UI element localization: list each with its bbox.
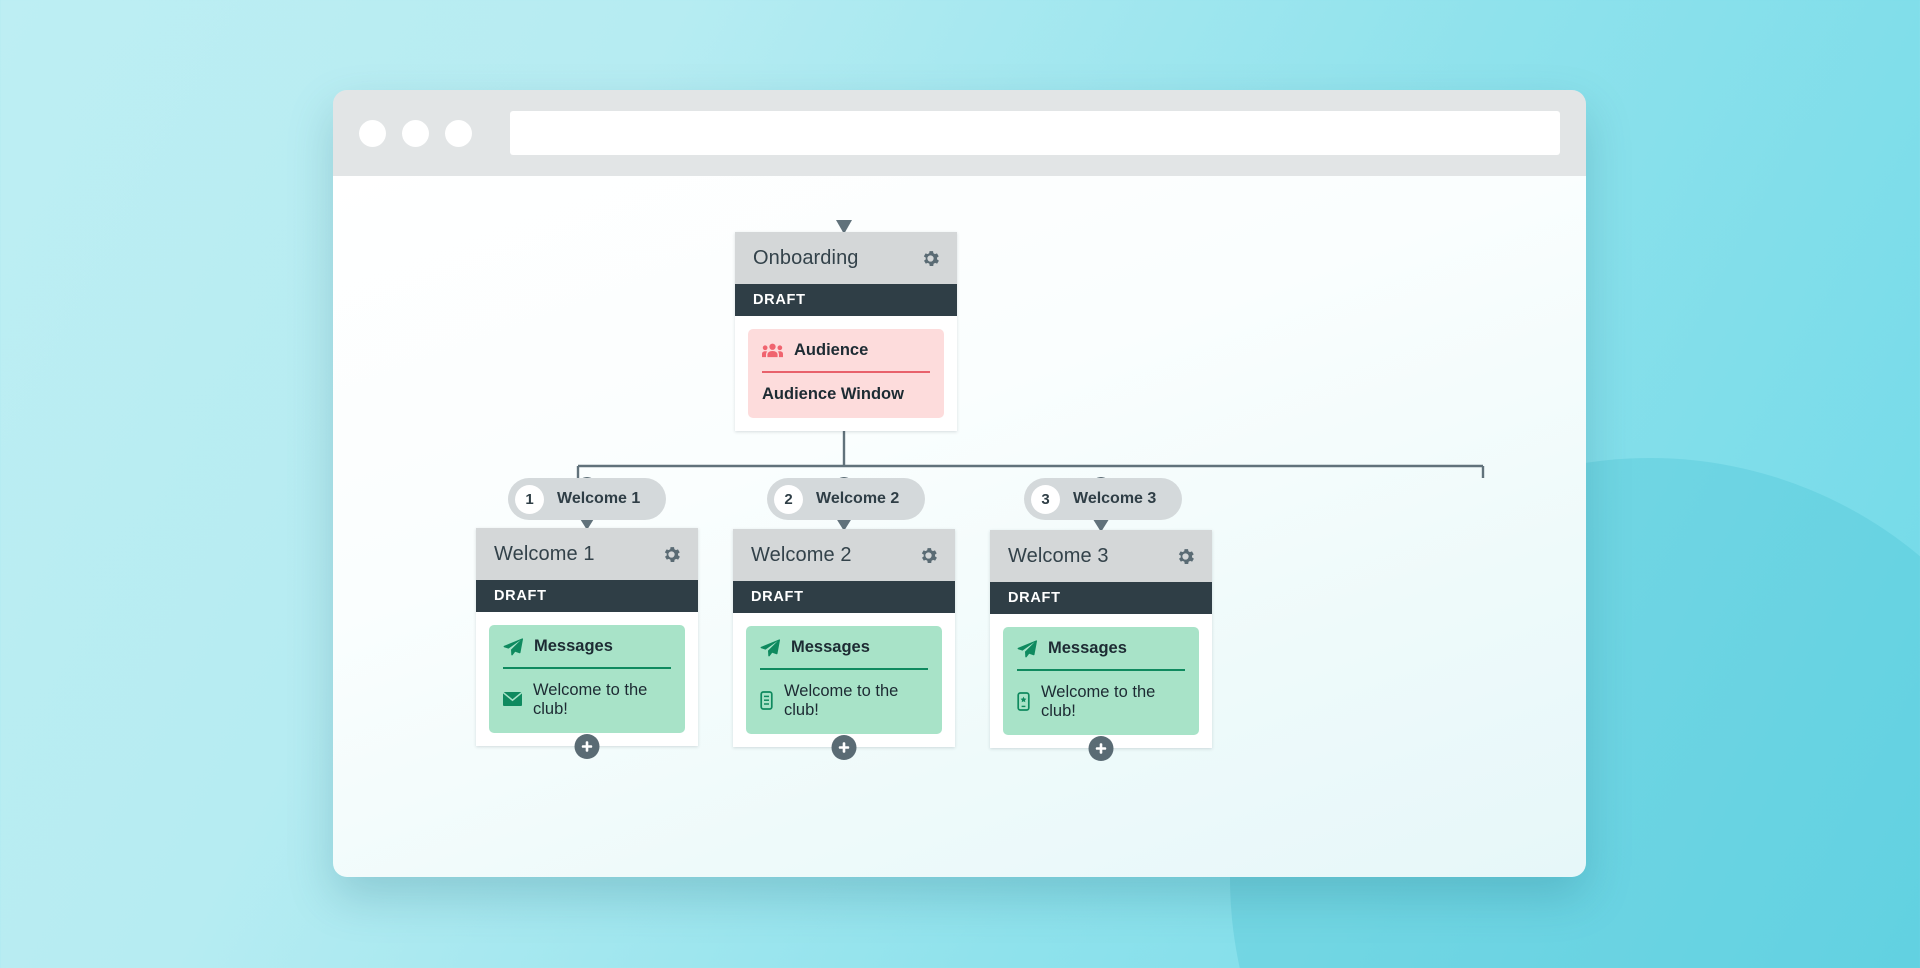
status-badge: DRAFT xyxy=(990,582,1212,614)
panel-header: Messages xyxy=(760,638,928,668)
messages-panel[interactable]: Messages Welcome to the club! xyxy=(1003,627,1199,735)
step-pill-label: Welcome 3 xyxy=(1073,490,1157,507)
step-number-badge: 2 xyxy=(774,484,803,514)
card-title: Onboarding xyxy=(753,246,859,269)
panel-header-label: Messages xyxy=(791,638,870,656)
audience-window-row[interactable]: Audience Window xyxy=(762,373,930,404)
add-step-button[interactable] xyxy=(1088,735,1114,761)
flow-card-welcome-3[interactable]: Welcome 3 DRAFT xyxy=(990,530,1212,761)
card-header: Welcome 3 xyxy=(990,530,1212,582)
panel-divider xyxy=(762,371,930,373)
browser-window: Onboarding DRAFT xyxy=(333,90,1586,877)
step-pill-label: Welcome 2 xyxy=(816,490,900,507)
panel-divider xyxy=(503,667,671,669)
mobile-sms-icon xyxy=(760,691,773,710)
gear-icon[interactable] xyxy=(918,545,939,566)
message-label: Welcome to the club! xyxy=(533,680,648,718)
window-close-icon[interactable] xyxy=(359,119,386,147)
flow-card-welcome-1[interactable]: Welcome 1 DRAFT xyxy=(476,528,698,759)
message-label: Welcome to the club! xyxy=(784,681,899,719)
status-badge: DRAFT xyxy=(733,581,955,613)
flow-card-onboarding[interactable]: Onboarding DRAFT xyxy=(735,232,957,431)
address-bar-input[interactable] xyxy=(510,111,1560,155)
envelope-icon xyxy=(503,692,522,707)
audience-group-icon xyxy=(762,342,783,359)
flow-connectors xyxy=(576,186,1485,532)
mobile-push-icon xyxy=(1017,692,1030,711)
audience-window-label: Audience Window xyxy=(762,384,904,403)
panel-header-label: Audience xyxy=(794,341,869,359)
message-row[interactable]: Welcome to the club! xyxy=(1017,671,1185,721)
panel-header: Messages xyxy=(1017,639,1185,669)
traffic-light-group xyxy=(359,119,472,147)
plus-icon xyxy=(1095,742,1107,754)
messages-panel[interactable]: Messages Welcome to the club! xyxy=(746,626,942,734)
panel-header-label: Messages xyxy=(534,637,613,655)
status-badge: DRAFT xyxy=(735,284,957,316)
card-header: Welcome 2 xyxy=(733,529,955,581)
window-maximize-icon[interactable] xyxy=(445,119,472,147)
panel-header: Audience xyxy=(762,341,930,371)
card-body: Messages Welcome to the club! xyxy=(476,612,698,746)
plus-icon xyxy=(581,740,593,752)
flow-canvas: Onboarding DRAFT xyxy=(333,176,1586,877)
status-badge: DRAFT xyxy=(476,580,698,612)
step-number-badge: 1 xyxy=(515,484,544,514)
step-pill-2[interactable]: 2 Welcome 2 xyxy=(767,478,926,520)
gear-icon[interactable] xyxy=(661,544,682,565)
panel-divider xyxy=(760,668,928,670)
card-title: Welcome 2 xyxy=(751,543,852,566)
paper-plane-icon xyxy=(760,638,780,657)
card-body: Audience Audience Window xyxy=(735,316,957,431)
step-pill-3[interactable]: 3 Welcome 3 xyxy=(1024,478,1183,520)
step-pill-1[interactable]: 1 Welcome 1 xyxy=(508,478,667,520)
add-step-button[interactable] xyxy=(831,734,857,760)
card-title: Welcome 3 xyxy=(1008,544,1109,567)
messages-panel[interactable]: Messages Welcome to the club! xyxy=(489,625,685,733)
card-body: Messages Welcome to the club! xyxy=(733,613,955,747)
card-title: Welcome 1 xyxy=(494,542,595,565)
message-label: Welcome to the club! xyxy=(1041,682,1156,720)
gear-icon[interactable] xyxy=(1175,546,1196,567)
gear-icon[interactable] xyxy=(920,248,941,269)
panel-divider xyxy=(1017,669,1185,671)
audience-panel[interactable]: Audience Audience Window xyxy=(748,329,944,418)
step-pill-label: Welcome 1 xyxy=(557,490,641,507)
plus-icon xyxy=(838,741,850,753)
add-step-button[interactable] xyxy=(574,733,600,759)
message-row[interactable]: Welcome to the club! xyxy=(760,670,928,720)
paper-plane-icon xyxy=(503,637,523,656)
browser-chrome xyxy=(333,90,1586,176)
window-minimize-icon[interactable] xyxy=(402,119,429,147)
panel-header-label: Messages xyxy=(1048,639,1127,657)
flow-card-welcome-2[interactable]: Welcome 2 DRAFT xyxy=(733,529,955,760)
message-row[interactable]: Welcome to the club! xyxy=(503,669,671,719)
card-header: Onboarding xyxy=(735,232,957,284)
card-body: Messages Welcome to the club! xyxy=(990,614,1212,748)
card-header: Welcome 1 xyxy=(476,528,698,580)
step-number-badge: 3 xyxy=(1031,484,1060,514)
panel-header: Messages xyxy=(503,637,671,667)
paper-plane-icon xyxy=(1017,639,1037,658)
